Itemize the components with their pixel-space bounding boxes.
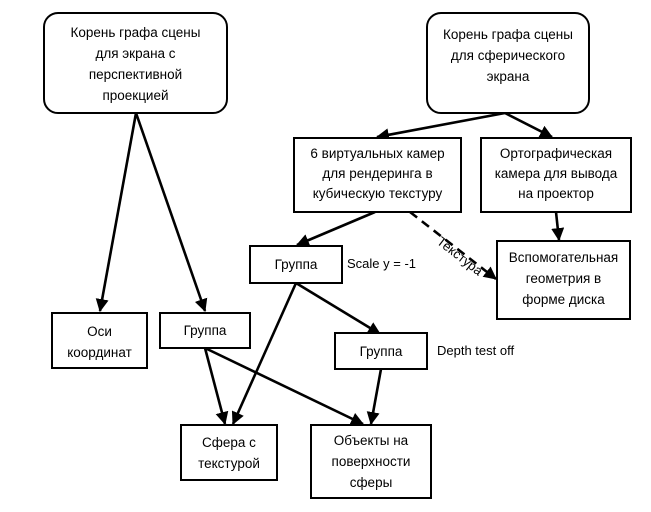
node-group-left-label: Группа — [184, 323, 227, 338]
node-ortho-camera-line-3: на проектор — [518, 186, 594, 201]
edge-root-sphere-to-ortho — [504, 111, 553, 139]
node-cameras-line-1: 6 виртуальных камер — [310, 146, 444, 161]
node-disk-geometry: Вспомогательная геометрия в форме диска — [496, 240, 631, 320]
node-cameras-line-3: кубическую текстуру — [313, 186, 443, 201]
edge-root-screen-to-group-left — [134, 112, 208, 313]
node-ortho-camera: Ортографическая камера для вывода на про… — [480, 137, 632, 213]
node-root-screen-line-2: для экрана с — [95, 46, 175, 61]
node-disk-geometry-line-1: Вспомогательная — [509, 250, 618, 265]
node-textured-sphere-line-1: Сфера с — [202, 435, 256, 450]
node-surface-objects-line-2: поверхности — [332, 454, 411, 469]
node-surface-objects: Объекты на поверхности сферы — [310, 424, 432, 499]
edge-cameras-to-group-scale — [296, 210, 376, 247]
edges — [95, 111, 565, 426]
node-disk-geometry-line-3: форме диска — [522, 292, 605, 307]
node-surface-objects-line-1: Объекты на — [334, 433, 409, 448]
scale-label: Scale y = -1 — [347, 256, 416, 271]
node-group-scale-label: Группа — [275, 257, 318, 272]
node-axes-line-1: Оси — [87, 324, 112, 339]
node-textured-sphere-line-2: текстурой — [198, 456, 260, 471]
edge-root-sphere-to-cameras — [375, 111, 506, 142]
node-ortho-camera-line-1: Ортографическая — [500, 146, 612, 161]
edge-group-scale-to-sphere — [231, 282, 298, 425]
node-group-scale: Группа — [249, 245, 343, 284]
edge-group-left-to-sphere — [203, 347, 229, 426]
node-group-left: Группа — [159, 312, 251, 349]
node-root-screen: Корень графа сцены для экрана с перспект… — [43, 12, 228, 114]
node-root-sphere-line-3: экрана — [487, 69, 530, 84]
node-cameras-line-2: для рендеринга в — [322, 166, 432, 181]
node-root-screen-line-4: проекцией — [102, 88, 168, 103]
node-root-sphere-line-1: Корень графа сцены — [443, 27, 573, 42]
edge-cameras-texture-to-disk — [409, 210, 497, 281]
node-ortho-camera-line-2: камера для вывода — [495, 166, 618, 181]
node-cameras: 6 виртуальных камер для рендеринга в куб… — [293, 137, 462, 213]
node-group-depth: Группа — [334, 332, 428, 370]
depth-label: Depth test off — [437, 343, 514, 358]
edge-ortho-to-disk — [551, 211, 565, 242]
edge-group-left-to-objects — [204, 346, 364, 426]
node-root-screen-line-1: Корень графа сцены — [71, 25, 201, 40]
edge-group-scale-to-group-depth — [295, 281, 381, 336]
node-root-sphere: Корень графа сцены для сферического экра… — [426, 12, 590, 114]
node-surface-objects-line-3: сферы — [350, 475, 393, 490]
node-root-sphere-line-2: для сферического — [451, 48, 565, 63]
edge-root-screen-to-axes — [95, 112, 138, 313]
node-axes: Оси координат — [51, 312, 148, 369]
edge-group-depth-to-objects — [366, 368, 383, 426]
node-axes-line-2: координат — [67, 345, 132, 360]
node-textured-sphere: Сфера с текстурой — [180, 424, 278, 481]
texture-label: Текстура — [434, 234, 486, 279]
node-disk-geometry-line-2: геометрия в — [526, 271, 601, 286]
node-group-depth-label: Группа — [360, 344, 403, 359]
node-root-screen-line-3: перспективной — [89, 67, 182, 82]
